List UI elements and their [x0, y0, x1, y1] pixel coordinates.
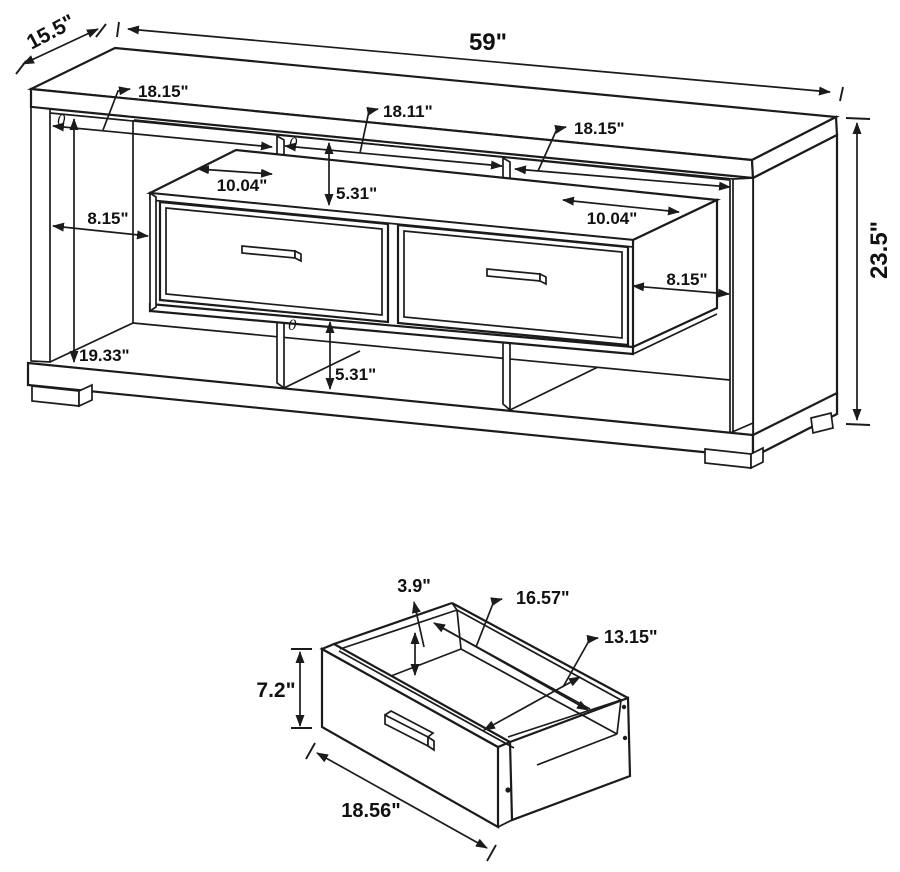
dim-back-rail-label: 3.9" — [397, 576, 431, 596]
dim-top-width-label: 59" — [469, 29, 507, 56]
dim-shelf-right-label: 10.04" — [587, 209, 638, 228]
console-top-panel — [27, 46, 840, 180]
drawer-labels: 3.9" 16.57" 13.15" 7.2" 18.56" — [256, 576, 657, 822]
drawer-handle-left — [241, 245, 302, 263]
dim-opening-left-label: 18.15" — [138, 82, 189, 101]
drawer-body — [319, 601, 632, 829]
dim-overall-height-label: 23.5" — [866, 221, 893, 279]
console-feet — [31, 383, 834, 470]
zero-mark-lower: 0 — [288, 318, 297, 334]
dim-side-opening-label: 19.33" — [79, 346, 130, 365]
zero-mark-middle: 0 — [289, 136, 298, 152]
drawer-handle-right — [486, 268, 547, 286]
drawer-side-panel — [508, 696, 632, 822]
divider-lower-left — [276, 316, 285, 390]
foot-back-right — [810, 411, 834, 435]
dim-interior-width-label: 16.57" — [516, 588, 570, 608]
dim-front-height-label: 7.2" — [256, 679, 295, 702]
dim-upper-height-label: 5.31" — [336, 184, 377, 203]
console-drawer-box — [146, 148, 722, 356]
drawer-dimensions — [291, 597, 599, 862]
console-drawer-right — [396, 223, 630, 347]
screw-hole — [621, 704, 627, 710]
console-drawer-left — [158, 200, 390, 324]
dim-opening-middle-label: 18.11" — [383, 102, 433, 121]
dim-gap-right-label: 8.15" — [666, 270, 707, 289]
dim-interior-depth-label: 13.15" — [604, 627, 658, 647]
screw-hole — [505, 787, 511, 793]
dim-top-depth-label: 15.5" — [23, 10, 79, 54]
console-dimensions — [15, 21, 871, 426]
console-side-panels — [30, 106, 839, 459]
dim-opening-right-label: 18.15" — [574, 119, 625, 138]
divider-lower-right — [502, 338, 511, 412]
zero-mark-left: 0 — [57, 113, 66, 129]
console-bottom-panel — [26, 361, 839, 459]
dim-lower-height-label: 5.31" — [335, 365, 376, 384]
screw-hole — [622, 735, 628, 741]
drawer-detail-handle — [384, 710, 435, 752]
dim-front-width-label: 18.56" — [341, 800, 401, 822]
dim-shelf-left-label: 10.04" — [217, 176, 268, 195]
dim-gap-left-label: 8.15" — [87, 209, 128, 228]
console-drawing: 15.5" 59" 23.5" 18.15" 18.11" 18.15" 10.… — [15, 10, 893, 470]
drawer-detail-drawing: 3.9" 16.57" 13.15" 7.2" 18.56" — [256, 576, 658, 862]
